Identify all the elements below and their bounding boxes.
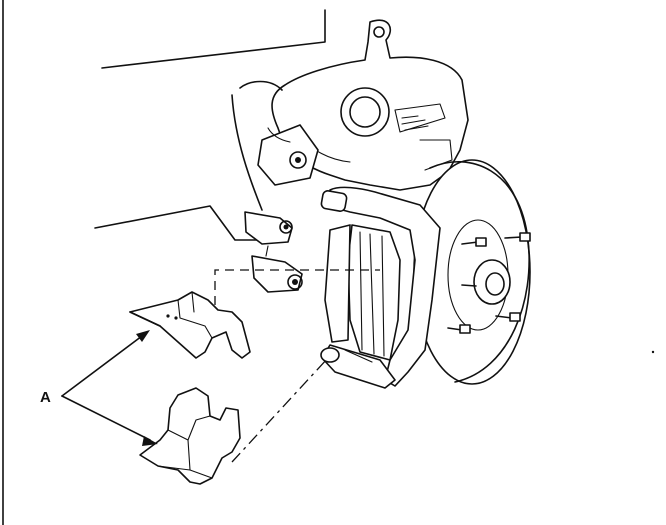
bracket-upper-pin xyxy=(320,190,348,212)
leader-dashed-upper xyxy=(214,269,380,305)
lower-pad-retainer xyxy=(139,387,241,485)
callout-arrows xyxy=(61,330,158,446)
callout-label-a: A xyxy=(40,389,51,406)
upper-pad-retainer xyxy=(129,291,251,359)
caliper-bracket xyxy=(320,186,441,389)
mounting-bolts xyxy=(244,211,303,293)
body-panel xyxy=(94,9,326,241)
bracket-lower-pin xyxy=(320,347,340,363)
brake-pads xyxy=(324,224,401,361)
knuckle-bore xyxy=(340,87,390,137)
strut-linkage xyxy=(231,80,319,211)
wheel-studs xyxy=(447,232,531,334)
scan-speck xyxy=(651,350,655,354)
leader-dashdot-lower xyxy=(231,357,329,463)
